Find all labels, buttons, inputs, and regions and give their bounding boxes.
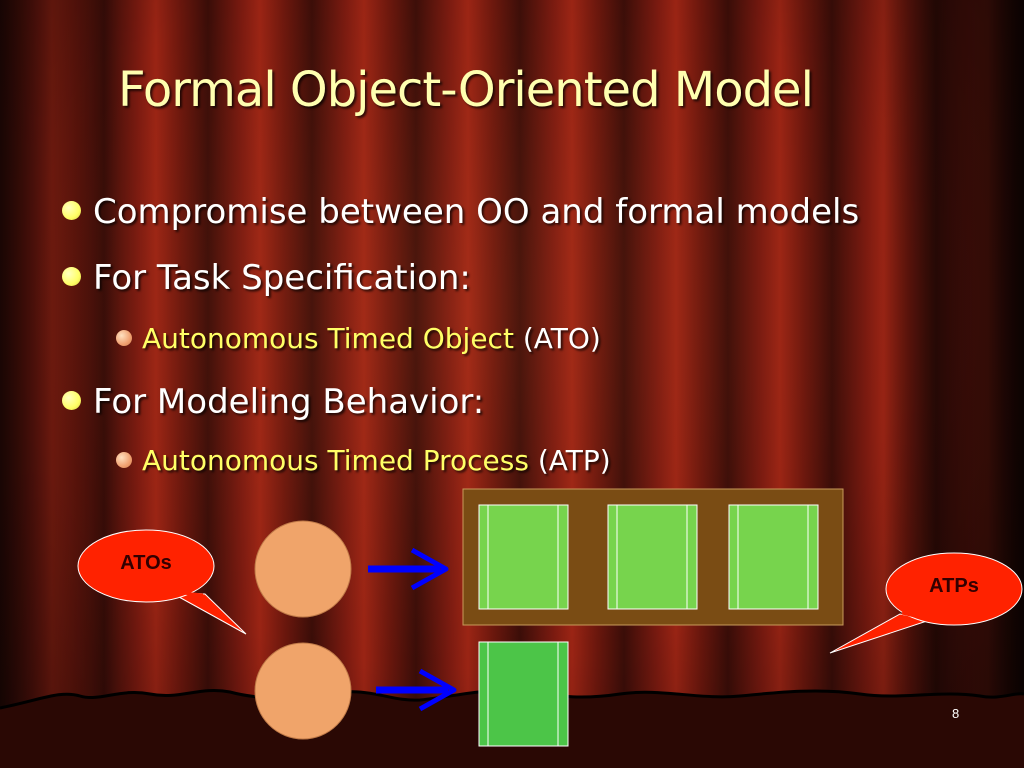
ato-circle [254, 520, 352, 618]
ato-circle [254, 642, 352, 740]
process-block-single [478, 641, 569, 747]
atos-callout: ATOs [77, 529, 247, 635]
bullet-dot-icon [116, 330, 132, 346]
sub-bullet-rest: (ATP) [528, 444, 611, 477]
atps-callout: ATPs [829, 552, 1023, 654]
bullet-compromise: Compromise between OO and formal models [62, 192, 859, 232]
sub-bullet-highlight: Autonomous Timed Process [142, 444, 529, 477]
bullet-text: For Task Specification: [93, 258, 471, 298]
bullet-task-spec: For Task Specification: [62, 258, 471, 298]
arrow-right-icon [376, 668, 457, 712]
sub-bullet-rest: (ATO) [513, 322, 601, 355]
process-block [607, 504, 698, 610]
page-number: 8 [952, 706, 960, 721]
arrow-right-icon [368, 547, 449, 591]
process-block [478, 504, 569, 610]
sub-bullet-atp: Autonomous Timed Process (ATP) [116, 444, 611, 477]
bullet-dot-icon [62, 267, 81, 286]
atos-label: ATOs [120, 552, 172, 574]
sub-bullet-ato: Autonomous Timed Object (ATO) [116, 322, 601, 355]
bullet-dot-icon [116, 452, 132, 468]
slide-title: Formal Object-Oriented Model [118, 62, 814, 118]
bullet-text: For Modeling Behavior: [93, 382, 485, 422]
bullet-dot-icon [62, 201, 81, 220]
sub-bullet-highlight: Autonomous Timed Object [142, 322, 514, 355]
process-block [728, 504, 819, 610]
bullet-modeling: For Modeling Behavior: [62, 382, 484, 422]
atps-label: ATPs [929, 575, 979, 597]
bullet-dot-icon [62, 391, 81, 410]
bullet-text: Compromise between OO and formal models [93, 192, 860, 232]
